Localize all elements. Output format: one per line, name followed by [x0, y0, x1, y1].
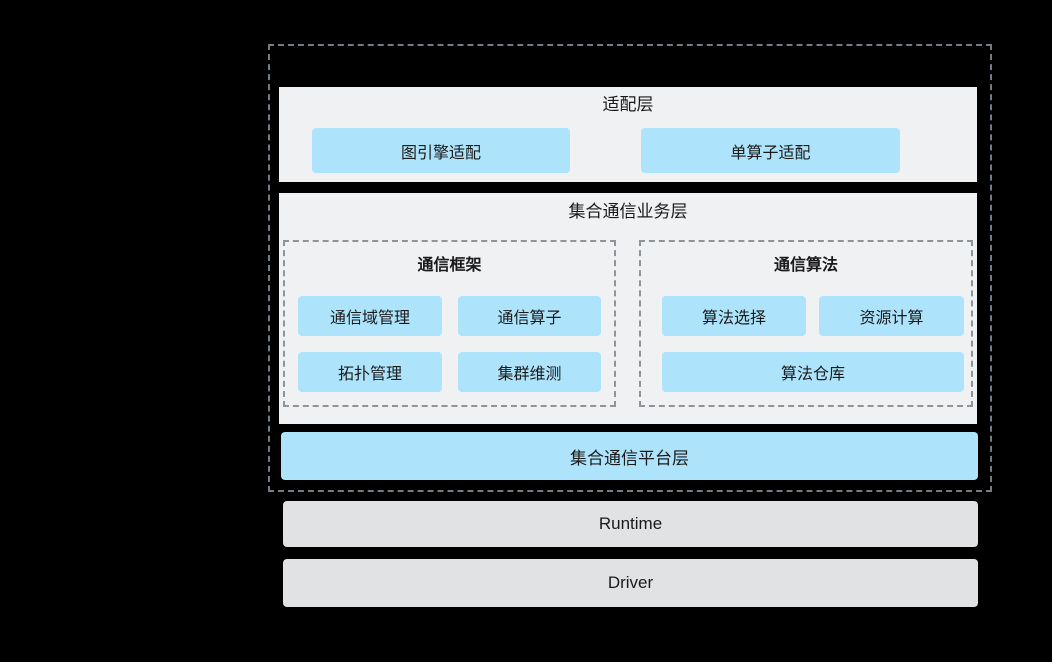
- algorithm-selection-box: 算法选择: [662, 296, 806, 336]
- platform-layer-bar: 集合通信平台层: [281, 432, 978, 480]
- algorithm-repository-box: 算法仓库: [662, 352, 964, 392]
- communication-algorithm-title: 通信算法: [773, 257, 838, 274]
- cluster-maintenance-box: 集群维测: [458, 352, 601, 392]
- runtime-layer-bar: Runtime: [283, 501, 978, 547]
- communication-framework-group: 通信框架 通信域管理 通信算子 拓扑管理 集群维测: [283, 240, 616, 407]
- business-layer-panel: 集合通信业务层 通信框架 通信域管理 通信算子 拓扑管理 集群维测 通信算法 算…: [279, 193, 977, 424]
- communication-framework-title: 通信框架: [417, 257, 482, 274]
- business-layer-title: 集合通信业务层: [568, 202, 688, 221]
- adapter-layer-panel: 适配层 图引擎适配 单算子适配: [279, 87, 977, 182]
- comm-operator-box: 通信算子: [458, 296, 601, 336]
- communication-algorithm-group: 通信算法 算法选择 资源计算 算法仓库: [639, 240, 973, 407]
- comm-domain-management-box: 通信域管理: [298, 296, 442, 336]
- graph-engine-adapter-box: 图引擎适配: [312, 128, 570, 173]
- resource-calculation-box: 资源计算: [819, 296, 964, 336]
- adapter-layer-title: 适配层: [602, 95, 654, 114]
- dashed-boundary: [268, 44, 992, 492]
- topology-management-box: 拓扑管理: [298, 352, 442, 392]
- single-operator-adapter-box: 单算子适配: [641, 128, 900, 173]
- driver-layer-bar: Driver: [283, 559, 978, 607]
